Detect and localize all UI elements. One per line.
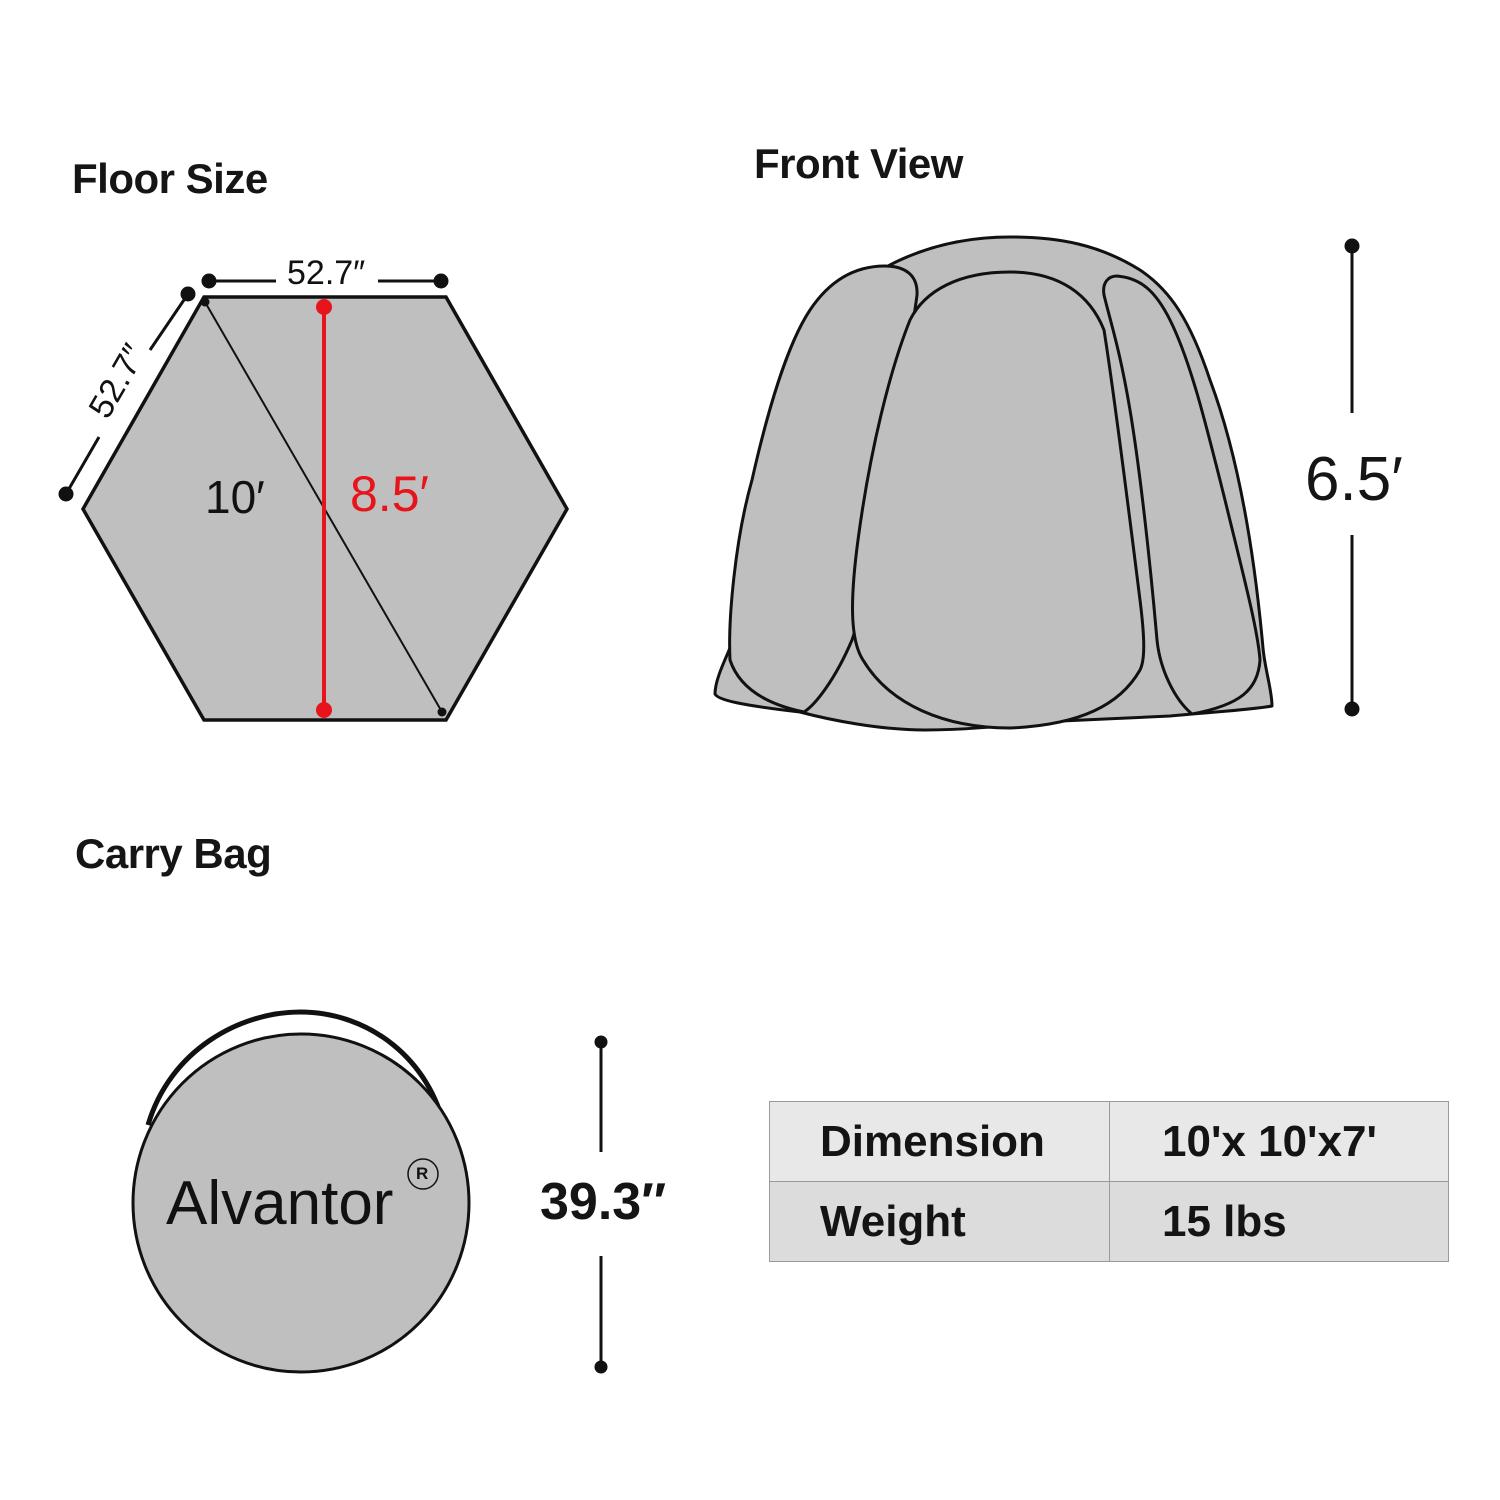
bag-body: [131, 1032, 471, 1374]
carry-bag-diagram: [131, 1009, 471, 1374]
carry-bag-heading: Carry Bag: [75, 830, 272, 877]
table-row: Dimension 10'x 10'x7': [769, 1101, 1449, 1182]
spec-value-dimension: 10'x 10'x7': [1109, 1101, 1449, 1182]
spec-table: Dimension 10'x 10'x7' Weight 15 lbs: [769, 1101, 1449, 1262]
tent-height-label: 6.5′: [1305, 445, 1403, 514]
spec-value-weight: 15 lbs: [1109, 1181, 1449, 1262]
bag-height-label: 39.3″: [540, 1173, 667, 1231]
spec-label-weight: Weight: [769, 1181, 1110, 1262]
table-row: Weight 15 lbs: [769, 1181, 1449, 1262]
bag-brand-label: Alvantor: [166, 1169, 394, 1238]
tent-right-panel: [1102, 274, 1262, 716]
tent-door-panel: [851, 270, 1146, 730]
registered-mark: R: [416, 1164, 429, 1183]
tent-front-view-diagram: [713, 235, 1274, 732]
bag-height-dimension: [594, 1035, 608, 1374]
front-view-heading: Front View: [754, 140, 963, 187]
floor-size-heading: Floor Size: [72, 155, 268, 202]
spec-label-dimension: Dimension: [769, 1101, 1110, 1182]
registered-mark-circle: [407, 1158, 439, 1190]
bag-strap: [145, 1009, 448, 1131]
tent-height-dimension: [1344, 238, 1360, 717]
floor-hexagon-diagram: [58, 273, 570, 722]
diagonal-label: 10′: [205, 471, 265, 523]
top-edge-label: 52.7″: [287, 254, 366, 292]
width-label: 8.5′: [350, 466, 429, 522]
